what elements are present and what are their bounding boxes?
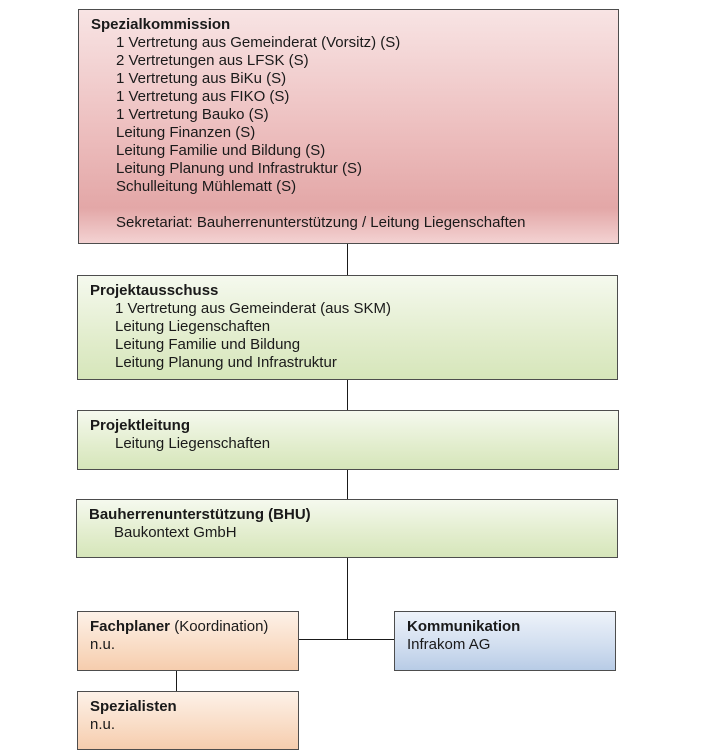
connector-fachplaner-spezialisten — [176, 670, 177, 691]
projektausschuss-title: Projektausschuss — [90, 282, 219, 299]
bhu-member: Baukontext GmbH — [114, 524, 237, 541]
projektleitung-member: Leitung Liegenschaften — [115, 435, 271, 452]
spezialkommission-member: 2 Vertretungen aus LFSK (S) — [116, 52, 309, 69]
spezialkommission-box: Spezialkommission 1 Vertretung aus Gemei… — [78, 9, 619, 244]
spezialkommission-member: 1 Vertretung aus BiKu (S) — [116, 70, 287, 87]
fachplaner-title: Fachplaner — [90, 618, 171, 635]
spezialkommission-title: Spezialkommission — [91, 16, 231, 33]
connector-pl-bhu — [347, 469, 348, 499]
spezialisten-value: n.u. — [90, 716, 116, 733]
projektleitung-box: Projektleitung Leitung Liegenschaften — [77, 410, 619, 470]
connector-pa-pl — [347, 379, 348, 410]
spezialkommission-member: Leitung Familie und Bildung (S) — [116, 142, 326, 159]
connector-skm-pa — [347, 243, 348, 275]
connector-branch-horizontal — [298, 639, 395, 640]
spezialkommission-member: 1 Vertretung Bauko (S) — [116, 106, 269, 123]
spezialisten-box: Spezialisten n.u. — [77, 691, 299, 750]
spezialisten-title: Spezialisten — [90, 698, 177, 715]
projektausschuss-member: 1 Vertretung aus Gemeinderat (aus SKM) — [115, 300, 391, 317]
bhu-title: Bauherrenunterstützung (BHU) — [89, 506, 311, 523]
fachplaner-box: Fachplaner (Koordination) n.u. — [77, 611, 299, 671]
spezialkommission-member: Leitung Finanzen (S) — [116, 124, 256, 141]
projektausschuss-box: Projektausschuss 1 Vertretung aus Gemein… — [77, 275, 618, 380]
spezialkommission-sekretariat: Sekretariat: Bauherrenunterstützung / Le… — [116, 214, 526, 231]
fachplaner-value: n.u. — [90, 636, 116, 653]
kommunikation-title: Kommunikation — [407, 618, 521, 635]
spezialkommission-member: 1 Vertretung aus FIKO (S) — [116, 88, 290, 105]
bhu-box: Bauherrenunterstützung (BHU) Baukontext … — [76, 499, 618, 558]
connector-bhu-branch — [347, 557, 348, 640]
spacer — [91, 196, 606, 214]
spezialkommission-member: Leitung Planung und Infrastruktur (S) — [116, 160, 362, 177]
spezialkommission-member: Schulleitung Mühlematt (S) — [116, 178, 297, 195]
spezialkommission-member: 1 Vertretung aus Gemeinderat (Vorsitz) (… — [116, 34, 401, 51]
kommunikation-value: Infrakom AG — [407, 636, 491, 653]
projektausschuss-member: Leitung Familie und Bildung — [115, 336, 301, 353]
fachplaner-heading: Fachplaner (Koordination) — [90, 618, 286, 636]
projektausschuss-member: Leitung Planung und Infrastruktur — [115, 354, 337, 371]
fachplaner-title-suffix: (Koordination) — [174, 618, 269, 635]
kommunikation-box: Kommunikation Infrakom AG — [394, 611, 616, 671]
projektausschuss-member: Leitung Liegenschaften — [115, 318, 271, 335]
projektleitung-title: Projektleitung — [90, 417, 191, 434]
